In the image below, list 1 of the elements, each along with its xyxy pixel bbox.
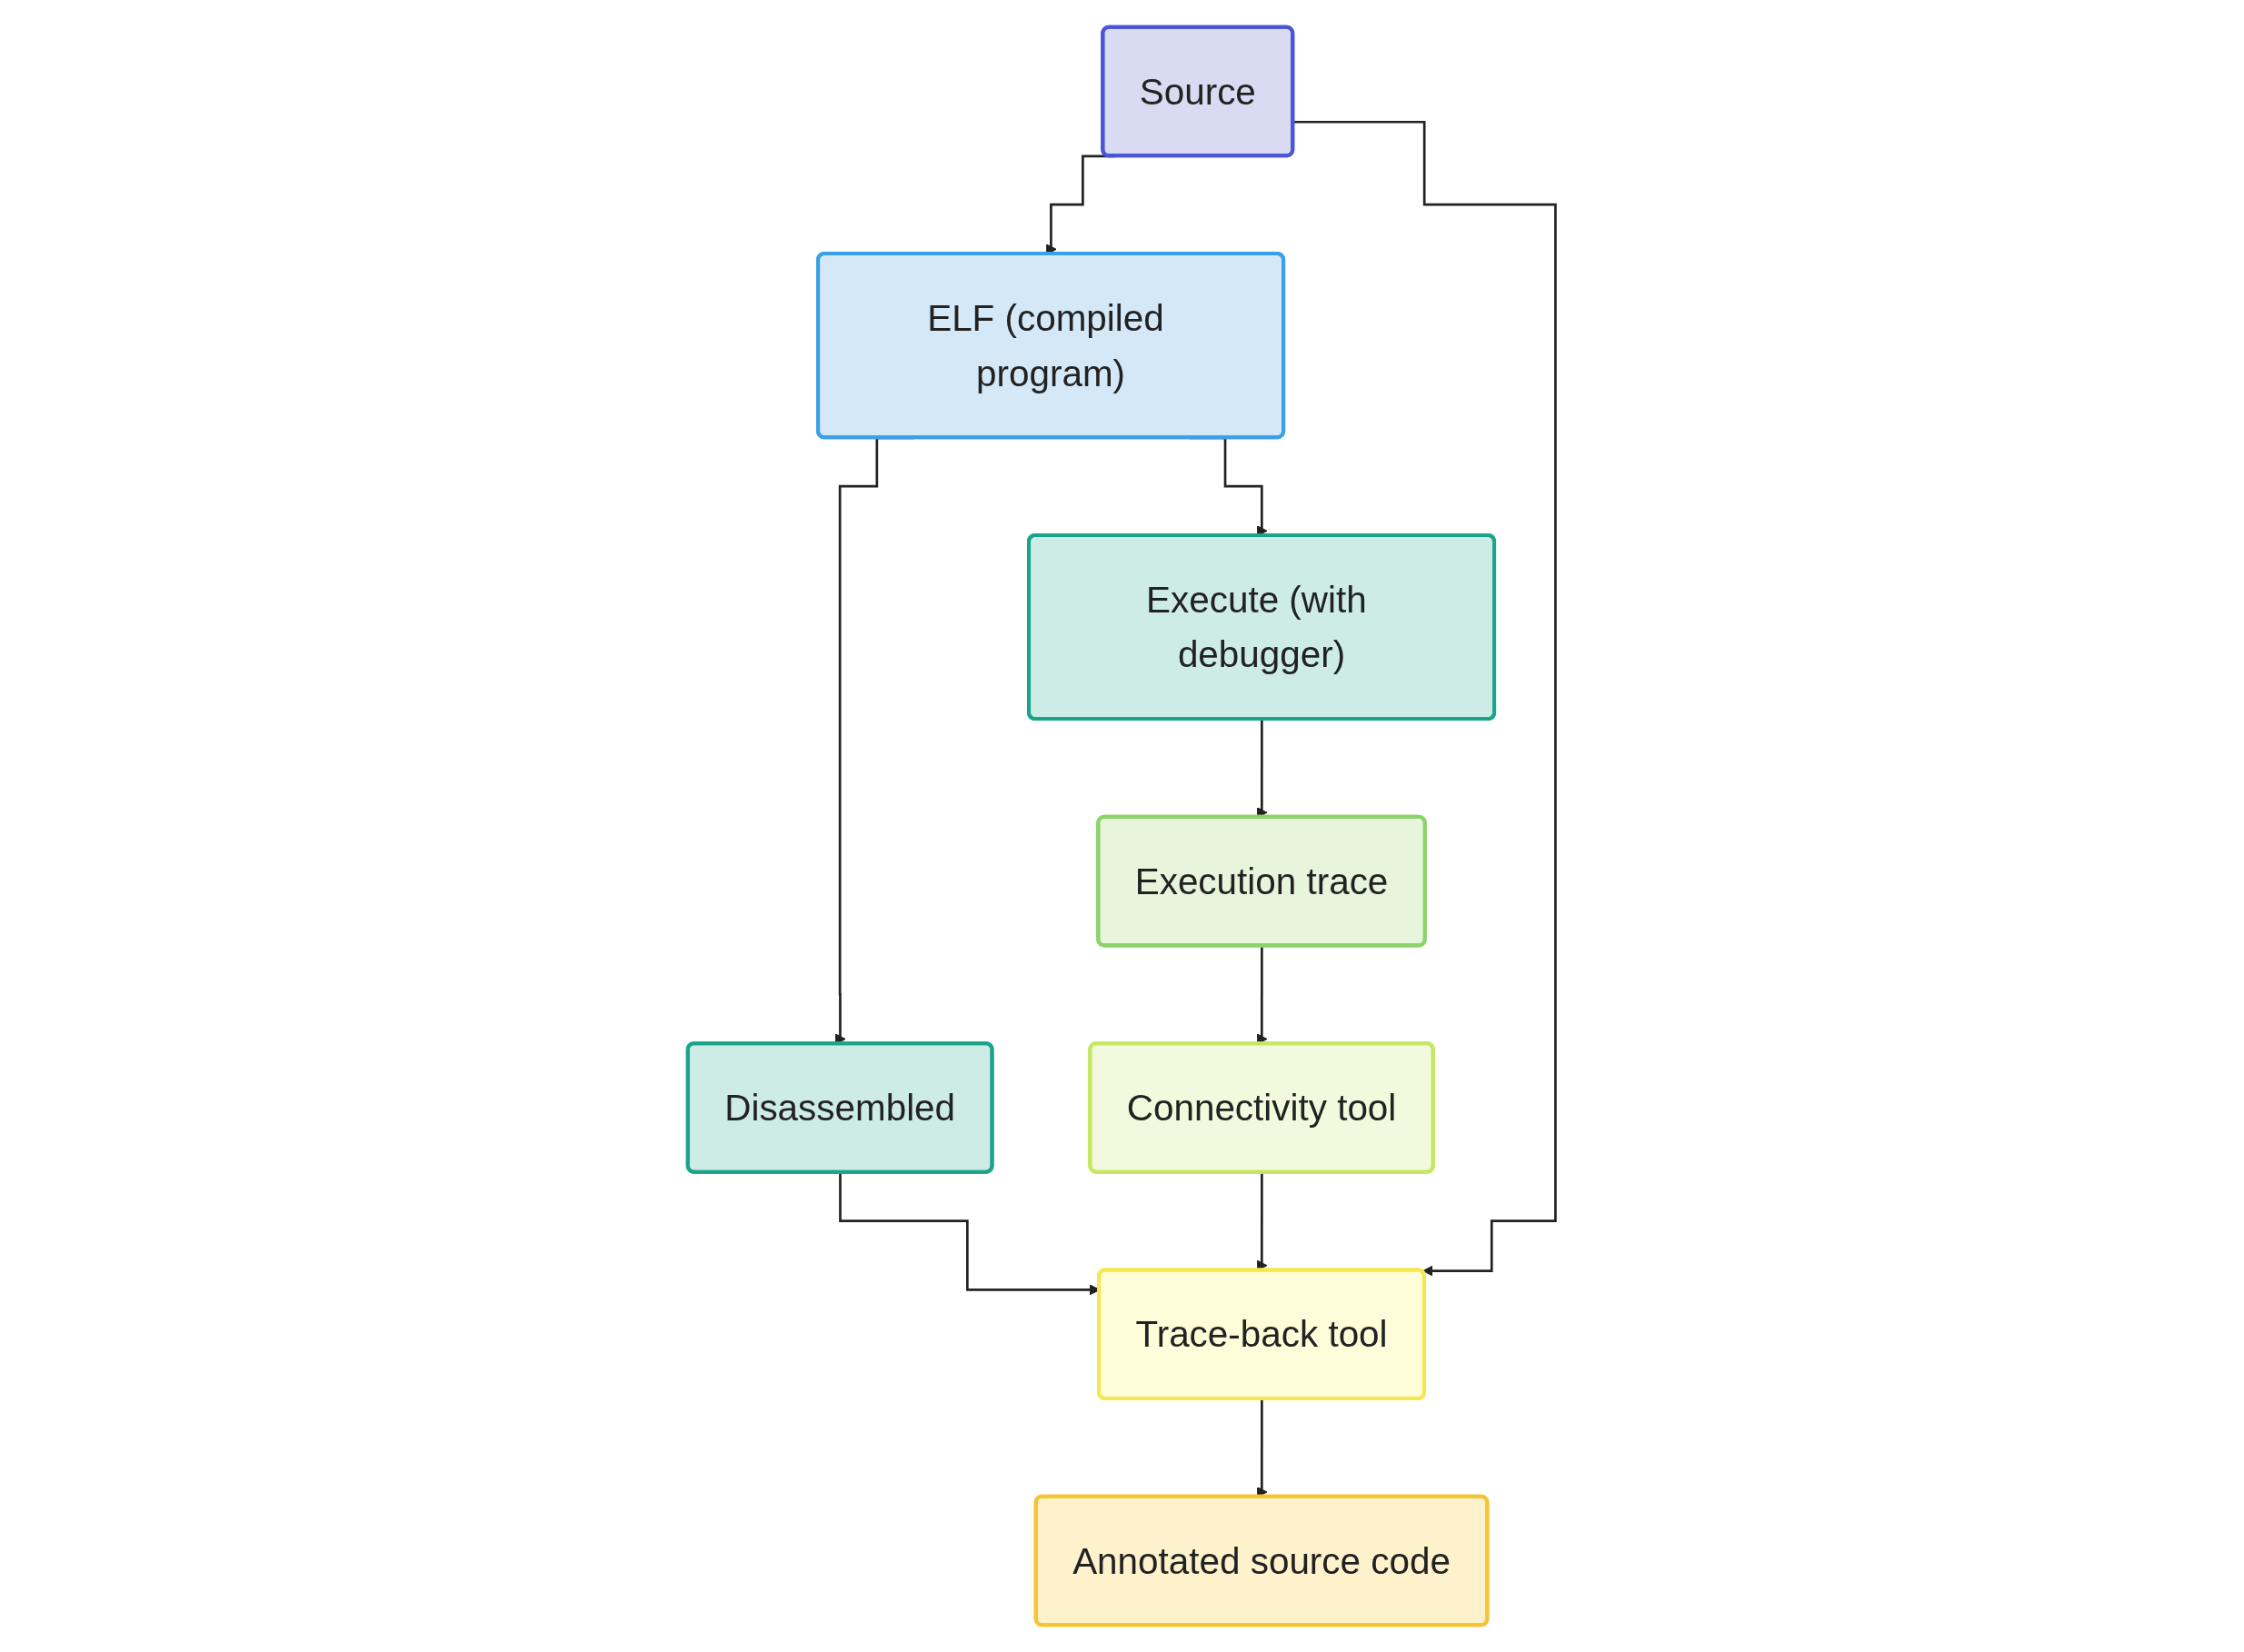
arrow xyxy=(1293,120,1558,1277)
